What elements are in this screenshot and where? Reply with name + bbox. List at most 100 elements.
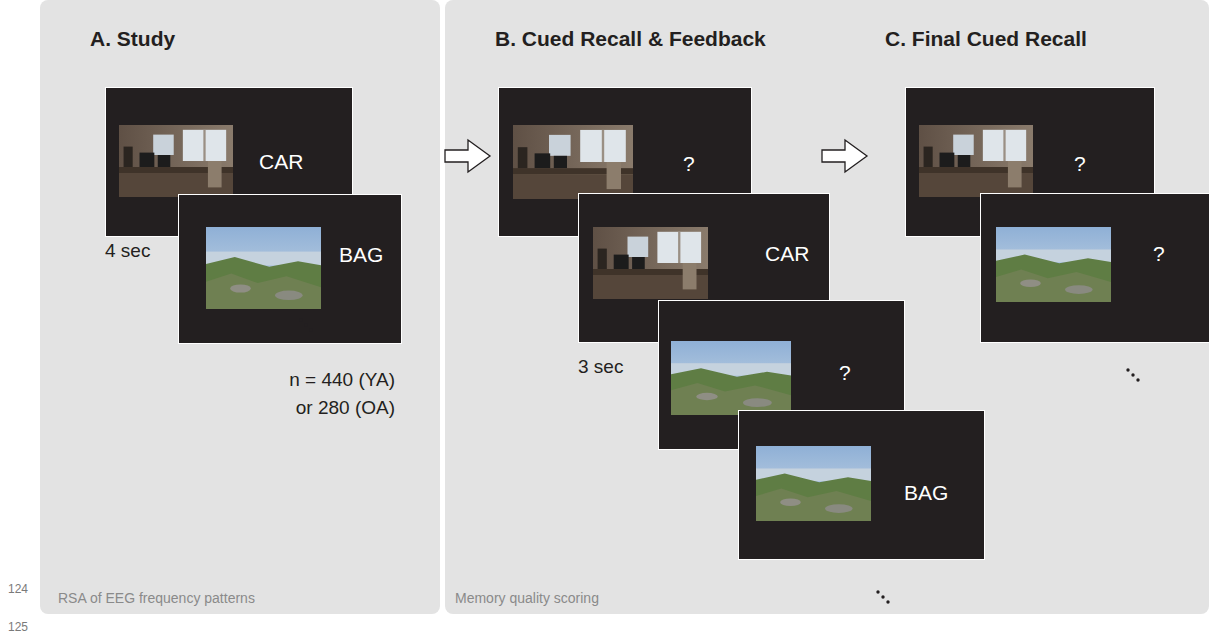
photo-part [124,147,133,167]
photo-part [549,135,571,156]
photo-part [756,474,871,522]
ellipsis-dot [309,328,312,331]
photo-part [628,237,649,257]
stimulus-screen: ? [980,193,1209,343]
panel-heading: A. Study [90,27,175,51]
ellipsis-dot [299,318,302,321]
photo-frame [513,125,633,199]
photo-part [996,227,1111,302]
panel-heading: B. Cued Recall & Feedback [495,27,766,51]
photo [756,446,871,521]
photo-frame [593,227,708,299]
photo-part [919,125,1033,197]
photo-part [924,147,933,167]
photo-part [996,270,1111,303]
ellipsis-dot [1131,373,1134,376]
photo-part [580,130,626,162]
photo-part [1020,280,1041,288]
panel-heading: C. Final Cued Recall [885,27,1087,51]
ellipsis-dot [304,323,307,326]
photo-frame [206,227,321,309]
photo [513,125,633,199]
photo-part [203,130,205,161]
stage-panel: B. Cued Recall & Feedback C. Final Cued R… [445,0,1209,614]
ellipsis-dot [876,590,879,593]
photo [593,227,708,299]
photo-part [825,504,853,513]
photo-part [158,155,171,167]
photo-part [554,156,567,168]
photo-part [953,135,974,155]
screen-word: ? [839,361,851,385]
photo [206,227,321,309]
photo-part [153,135,174,155]
photo-part [780,499,801,507]
photo-frame [919,125,1033,197]
photo-part [671,341,791,415]
panel-note: RSA of EEG frequency patterns [58,590,255,606]
photo-part [208,161,222,187]
duration-label: 3 sec [578,356,623,378]
photo-part [206,227,321,309]
ellipsis-dot [1136,378,1139,381]
stage-arrow [445,140,490,172]
photo-part [940,153,955,167]
line-number: 125 [8,620,28,634]
photo-part [671,368,791,415]
photo-part [140,153,155,167]
photo-part [678,232,680,263]
screen-word: ? [683,152,695,176]
photo [671,341,791,415]
stimulus-screen: BAG [738,410,985,560]
photo-part [1065,285,1093,294]
photo-part [518,147,528,168]
ellipsis-dot [1126,368,1129,371]
photo-part [1008,161,1022,187]
ellipsis-dot [886,600,889,603]
stage-panel: A. StudyRSA of EEG frequency patterns CAR… [40,0,440,614]
photo-part [275,291,303,301]
photo-part [513,125,633,199]
photo-part [535,153,551,168]
photo-part [657,232,701,263]
photo-part [958,155,971,167]
photo-frame [671,341,791,415]
photo-part [602,130,604,162]
photo-part [632,257,645,269]
photo-frame [996,227,1111,302]
photo-frame [119,125,233,197]
screen-word: CAR [765,242,809,266]
photo-part [683,263,697,289]
photo [119,125,233,197]
photo-part [206,273,321,309]
photo-part [206,257,321,309]
photo-part [230,284,251,292]
photo-part [614,255,629,269]
photo-part [598,249,607,269]
screen-word: BAG [904,481,948,505]
line-number: 124 [8,582,28,596]
photo-part [983,130,1026,161]
screen-word: ? [1074,152,1086,176]
photo-part [743,398,772,407]
photo-part [996,255,1111,303]
ellipsis-dot [881,595,884,598]
photo-frame [756,446,871,521]
screen-word: CAR [259,150,303,174]
photo-part [593,227,708,299]
duration-label: 4 sec [105,240,150,262]
panel-note: Memory quality scoring [455,590,599,606]
photo [919,125,1033,197]
screen-word: ? [1153,242,1165,266]
photo-part [183,130,226,161]
photo-part [696,393,718,400]
photo-part [756,489,871,522]
stage-arrow [822,140,867,172]
screen-word: BAG [339,243,383,267]
stimulus-screen: BAG [178,194,402,344]
photo-part [756,446,871,521]
photo-part [1003,130,1005,161]
photo [996,227,1111,302]
